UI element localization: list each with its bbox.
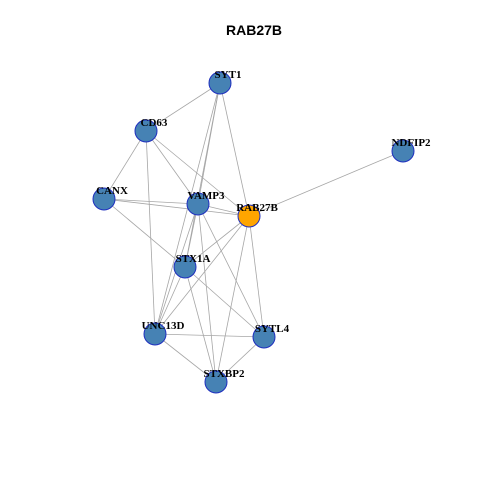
node-label: STX1A xyxy=(176,253,211,265)
edge-vamp3-stxbp2 xyxy=(197,203,217,383)
edge-vamp3-sytl4 xyxy=(197,203,265,338)
node-label: STXBP2 xyxy=(204,368,245,380)
node-label: RAB27B xyxy=(236,202,278,214)
node-circle[interactable] xyxy=(134,119,158,143)
edge-stx1a-unc13d xyxy=(154,266,186,335)
node-circle[interactable] xyxy=(237,204,261,228)
node-label: CANX xyxy=(96,185,128,197)
node-circle[interactable] xyxy=(92,187,116,211)
node-label: VAMP3 xyxy=(187,190,225,202)
edge-rab27b-unc13d xyxy=(154,215,250,335)
node-stx1a[interactable]: STX1A xyxy=(173,253,211,279)
node-circle[interactable] xyxy=(186,192,210,216)
edge-stx1a-stxbp2 xyxy=(184,266,217,383)
node-vamp3[interactable]: VAMP3 xyxy=(186,190,225,216)
edge-syt1-stx1a xyxy=(184,82,221,268)
node-label: UNC13D xyxy=(142,320,185,332)
node-ndfip2[interactable]: NDFIP2 xyxy=(391,137,431,163)
node-circle[interactable] xyxy=(204,370,228,394)
node-label: SYTL4 xyxy=(255,323,290,335)
edge-stx1a-sytl4 xyxy=(184,266,265,338)
figure-title: RAB27B xyxy=(226,22,282,38)
node-stxbp2[interactable]: STXBP2 xyxy=(204,368,245,394)
node-cd63[interactable]: CD63 xyxy=(134,117,168,143)
node-circle[interactable] xyxy=(391,139,415,163)
edge-rab27b-sytl4 xyxy=(248,215,265,338)
node-label: NDFIP2 xyxy=(391,137,431,149)
node-circle[interactable] xyxy=(173,255,197,279)
node-syt1[interactable]: SYT1 xyxy=(208,69,242,95)
node-circle[interactable] xyxy=(252,325,276,349)
edge-cd63-vamp3 xyxy=(145,130,199,205)
node-label: CD63 xyxy=(141,117,168,129)
edge-ndfip2-rab27b xyxy=(248,150,404,217)
node-circle[interactable] xyxy=(208,71,232,95)
node-circle[interactable] xyxy=(143,322,167,346)
edge-unc13d-sytl4 xyxy=(154,333,265,338)
edge-unc13d-stxbp2 xyxy=(154,333,217,383)
edge-canx-vamp3 xyxy=(103,198,199,205)
node-unc13d[interactable]: UNC13D xyxy=(142,320,185,346)
node-sytl4[interactable]: SYTL4 xyxy=(252,323,290,349)
edge-rab27b-stx1a xyxy=(184,215,250,268)
edge-syt1-rab27b xyxy=(219,82,250,217)
edge-syt1-cd63 xyxy=(145,82,221,132)
edge-rab27b-stxbp2 xyxy=(215,215,250,383)
node-canx[interactable]: CANX xyxy=(92,185,128,211)
edge-canx-rab27b xyxy=(103,198,250,217)
edge-cd63-rab27b xyxy=(145,130,250,217)
node-rab27b[interactable]: RAB27B xyxy=(236,202,278,228)
edge-canx-stx1a xyxy=(103,198,186,268)
edge-cd63-canx xyxy=(103,130,147,200)
edge-cd63-unc13d xyxy=(145,130,156,335)
node-label: SYT1 xyxy=(215,69,242,81)
